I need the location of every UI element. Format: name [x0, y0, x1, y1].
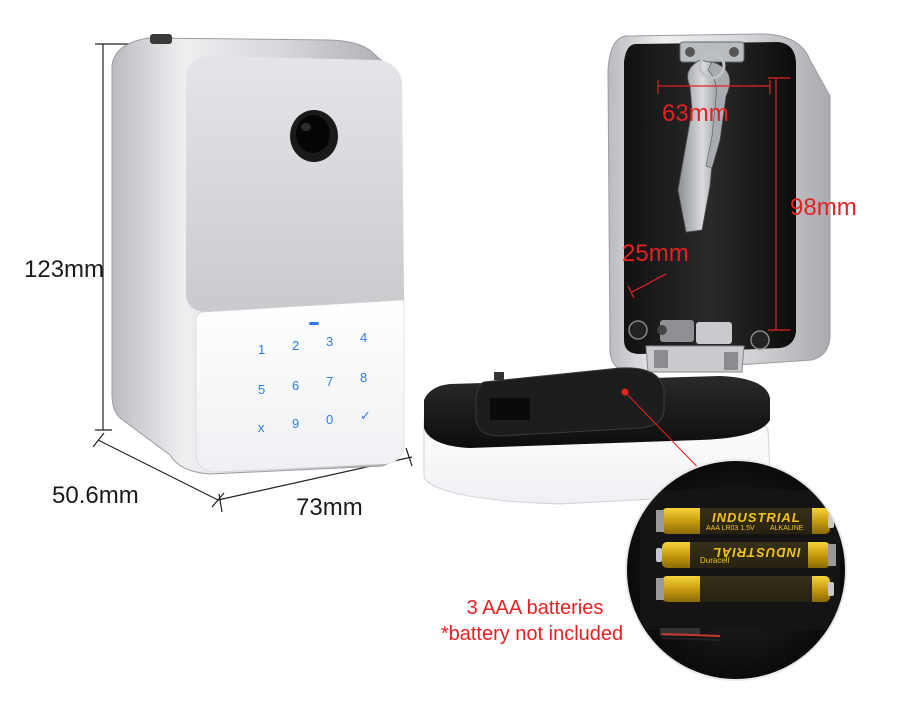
keypad-key[interactable]: ✓ [360, 408, 371, 423]
keypad-key[interactable]: 4 [360, 330, 368, 345]
battery-note-line2: *battery not included [440, 623, 624, 645]
battery-2-maker: Duracell [700, 556, 730, 565]
keypad-key[interactable]: 3 [326, 334, 334, 349]
depth-label: 50.6mm [52, 482, 139, 509]
battery-1-brand: INDUSTRIAL [712, 510, 801, 525]
interior-height-line [768, 77, 790, 331]
battery-1-spec: AAA LR03 1.5V [706, 525, 755, 532]
keypad-key[interactable]: 9 [292, 416, 300, 431]
closed-lock-box [111, 34, 405, 475]
keypad-key[interactable]: 5 [258, 382, 266, 397]
height-label: 123mm [24, 256, 105, 283]
interior-width-line [657, 80, 771, 94]
interior-depth-label: 25mm [622, 240, 689, 267]
battery-1-type: ALKALINE [770, 525, 804, 532]
interior-width-label: 63mm [662, 100, 729, 127]
keypad-key[interactable]: 0 [326, 412, 334, 427]
keypad-key[interactable]: 8 [360, 370, 368, 385]
keypad-key[interactable]: 1 [258, 342, 266, 357]
width-label: 73mm [296, 494, 363, 521]
interior-depth-line [627, 273, 667, 299]
battery-1 [656, 508, 834, 534]
open-lock-box [423, 33, 831, 505]
keypad: 1 2 3 4 5 6 7 8 x 9 0 ✓ [246, 330, 386, 450]
keypad-key[interactable]: x [258, 420, 265, 435]
height-dimension-line [95, 43, 132, 431]
interior-height-label: 98mm [790, 194, 857, 221]
battery-3 [656, 576, 834, 602]
battery-2 [656, 542, 836, 568]
keypad-key[interactable]: 6 [292, 378, 300, 393]
keypad-key[interactable]: 7 [326, 374, 334, 389]
keypad-key[interactable]: 2 [292, 338, 300, 353]
battery-note-line1: 3 AAA batteries [466, 597, 604, 619]
battery-zoom-view [626, 460, 846, 680]
